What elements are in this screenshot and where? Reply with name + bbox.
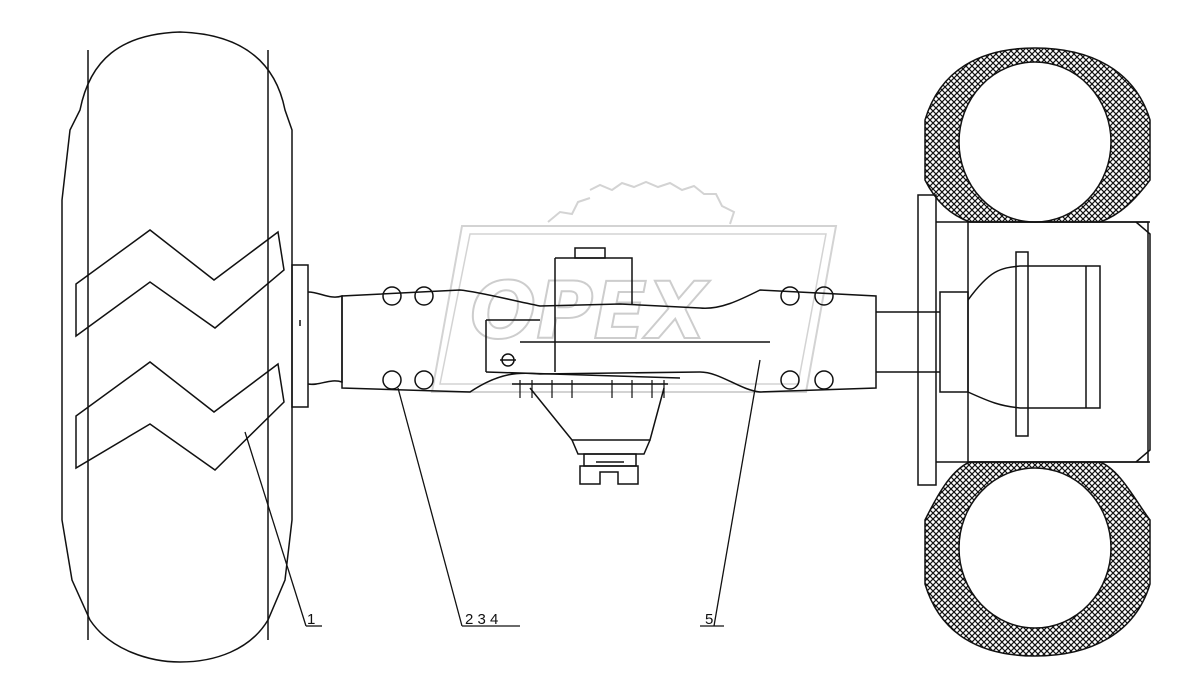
callout-1-label: 1	[307, 611, 315, 628]
axle-housing	[307, 247, 877, 485]
callout-2-3-4-label: 2 3 4	[465, 611, 498, 628]
callout-leaders	[244, 359, 761, 627]
left-wheel	[61, 31, 309, 663]
callout-5-label: 5	[705, 611, 713, 628]
right-wheel-assembly	[876, 47, 1151, 657]
watermark-text: OPEX	[470, 267, 711, 357]
callout-labels: 1 2 3 4 5	[307, 611, 713, 628]
watermark-logo: OPEX	[430, 180, 838, 393]
